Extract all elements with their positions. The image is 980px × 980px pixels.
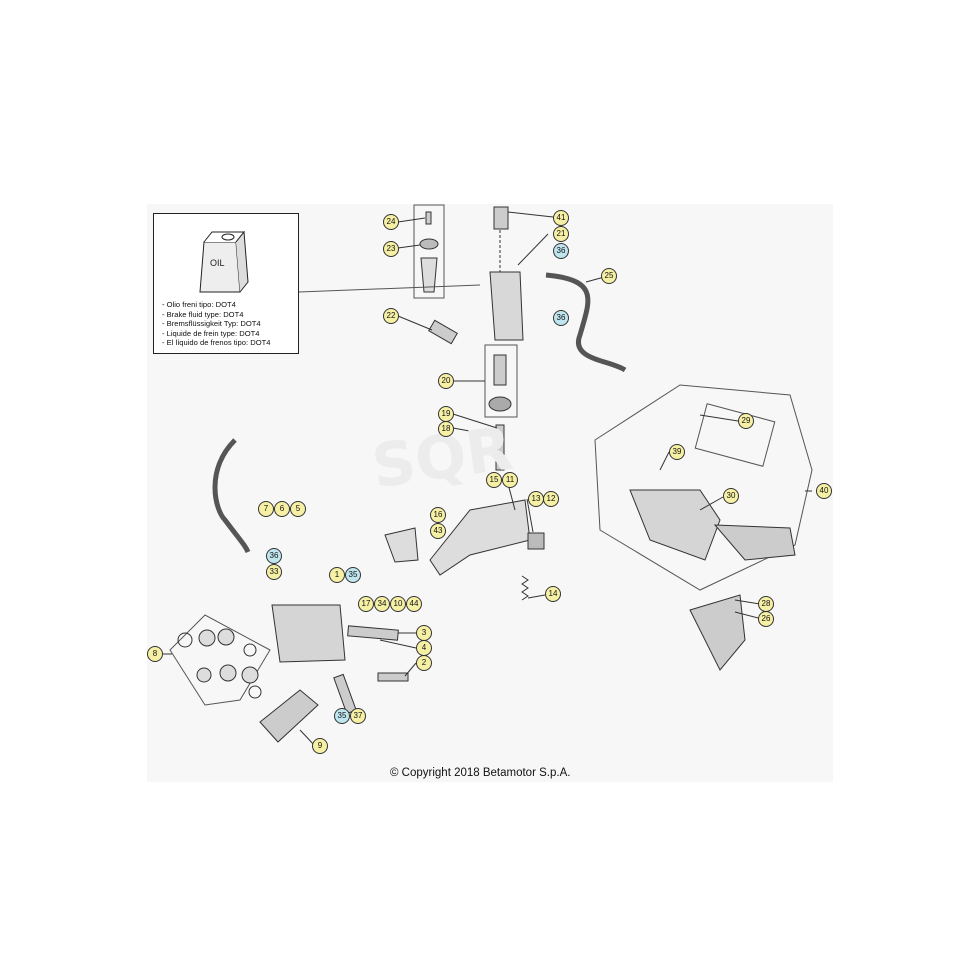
- callout-5[interactable]: 5: [290, 501, 306, 517]
- callout-13[interactable]: 13: [528, 491, 544, 507]
- legend-line-it: - Olio freni tipo: DOT4: [162, 300, 236, 309]
- callout-16[interactable]: 16: [430, 507, 446, 523]
- banjo-bolt: [493, 206, 509, 230]
- callout-25[interactable]: 25: [601, 268, 617, 284]
- callout-36[interactable]: 36: [266, 548, 282, 564]
- legend-line-fr: - Liquide de frein type: DOT4: [162, 328, 260, 338]
- bolt-2: [377, 672, 409, 682]
- callout-26[interactable]: 26: [758, 611, 774, 627]
- callout-29[interactable]: 29: [738, 413, 754, 429]
- legend-line-de: - Bremsflüssigkeit Typ: DOT4: [162, 319, 261, 329]
- reservoir-screw: [425, 211, 432, 225]
- callout-3[interactable]: 3: [416, 625, 432, 641]
- callout-10[interactable]: 10: [390, 596, 406, 612]
- callout-28[interactable]: 28: [758, 596, 774, 612]
- push-rod: [495, 424, 505, 471]
- bolt-22: [428, 319, 458, 345]
- callout-4[interactable]: 4: [416, 640, 432, 656]
- callout-40[interactable]: 40: [816, 483, 832, 499]
- bushing-12: [527, 532, 545, 550]
- reservoir-cap: [419, 238, 439, 250]
- brake-hose-front: [212, 438, 251, 554]
- caliper-bracket: [713, 524, 796, 561]
- callout-19[interactable]: 19: [438, 406, 454, 422]
- callout-2[interactable]: 2: [416, 655, 432, 671]
- caliper-pistons-frame: [169, 614, 271, 706]
- callout-7[interactable]: 7: [258, 501, 274, 517]
- callout-30[interactable]: 30: [723, 488, 739, 504]
- callout-8[interactable]: 8: [147, 646, 163, 662]
- piston-29-frame: [694, 403, 776, 467]
- legend-line-es: - El líquido de frenos tipo: DOT4: [162, 338, 271, 348]
- reservoir-cup: [420, 257, 438, 293]
- brake-fluid-lines: - Olio freni tipo: DOT4 - Brake fluid ty…: [162, 300, 270, 348]
- callout-35[interactable]: 35: [334, 708, 350, 724]
- brake-hose-rear: [545, 272, 627, 373]
- front-caliper: [271, 604, 346, 663]
- rear-caliper: [629, 489, 721, 561]
- callout-39[interactable]: 39: [669, 444, 685, 460]
- oil-label: OIL: [210, 258, 225, 268]
- callout-23[interactable]: 23: [383, 241, 399, 257]
- disc-guard: [689, 594, 746, 671]
- callout-14[interactable]: 14: [545, 586, 561, 602]
- callout-21[interactable]: 21: [553, 226, 569, 242]
- callout-9[interactable]: 9: [312, 738, 328, 754]
- callout-20[interactable]: 20: [438, 373, 454, 389]
- callout-36[interactable]: 36: [553, 243, 569, 259]
- callout-24[interactable]: 24: [383, 214, 399, 230]
- rear-caliper-group-frame: [594, 384, 813, 591]
- callout-11[interactable]: 11: [502, 472, 518, 488]
- callout-1[interactable]: 1: [329, 567, 345, 583]
- callout-36[interactable]: 36: [553, 310, 569, 326]
- callout-34[interactable]: 34: [374, 596, 390, 612]
- callout-15[interactable]: 15: [486, 472, 502, 488]
- callout-22[interactable]: 22: [383, 308, 399, 324]
- callout-43[interactable]: 43: [430, 523, 446, 539]
- piston: [493, 354, 507, 386]
- callout-35[interactable]: 35: [345, 567, 361, 583]
- bolt-3: [347, 625, 399, 641]
- master-cylinder: [489, 271, 524, 341]
- return-spring: [521, 575, 529, 601]
- reservoir-group-frame: [413, 204, 445, 299]
- callout-41[interactable]: 41: [553, 210, 569, 226]
- oil-can-icon: [199, 230, 249, 293]
- pedal-bracket: [384, 527, 419, 563]
- callout-33[interactable]: 33: [266, 564, 282, 580]
- callout-44[interactable]: 44: [406, 596, 422, 612]
- callout-12[interactable]: 12: [543, 491, 559, 507]
- callout-6[interactable]: 6: [274, 501, 290, 517]
- callout-18[interactable]: 18: [438, 421, 454, 437]
- callout-37[interactable]: 37: [350, 708, 366, 724]
- brake-pads: [259, 689, 319, 743]
- brake-fluid-legend: OIL - Olio freni tipo: DOT4 - Brake flui…: [153, 213, 299, 354]
- callout-17[interactable]: 17: [358, 596, 374, 612]
- legend-line-en: - Brake fluid type: DOT4: [162, 309, 244, 319]
- copyright-text: © Copyright 2018 Betamotor S.p.A.: [390, 767, 571, 779]
- piston-seal: [488, 396, 512, 412]
